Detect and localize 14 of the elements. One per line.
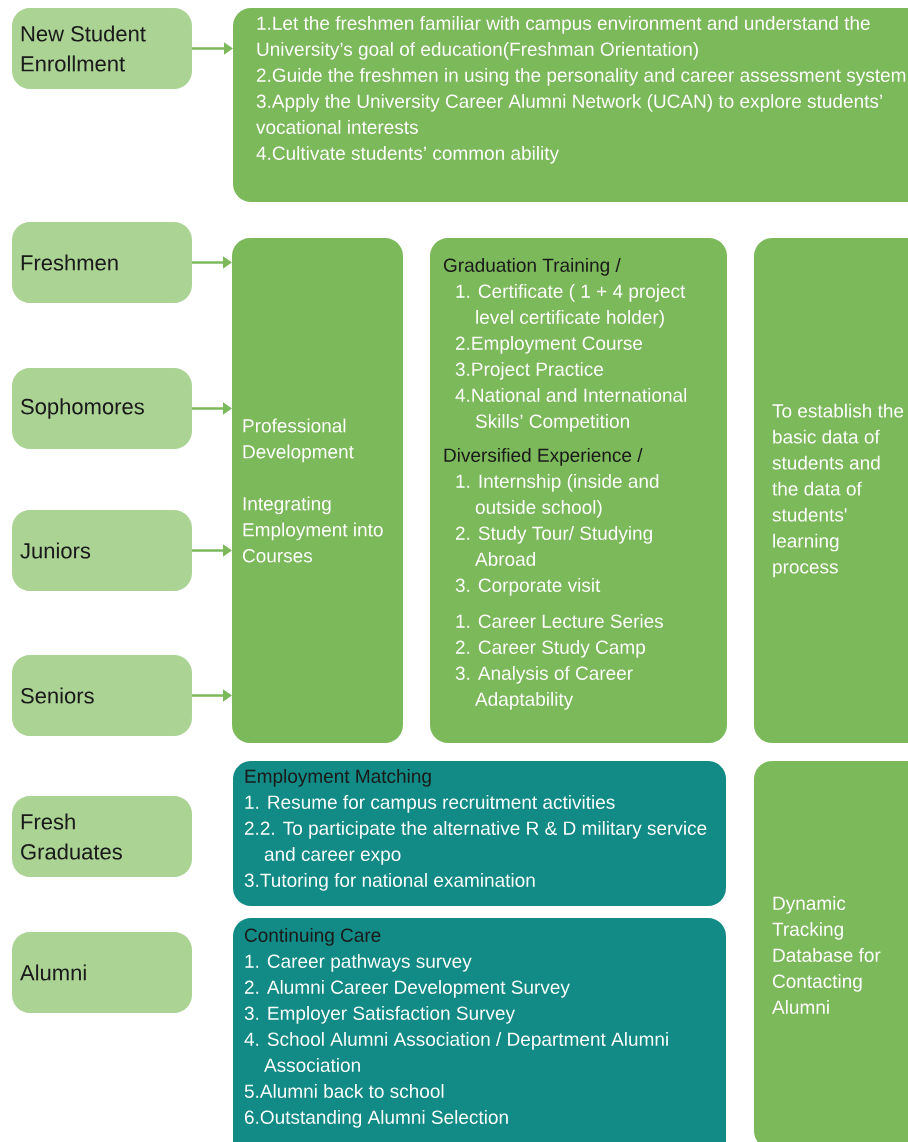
stage-box: New Student Enrollment: [12, 8, 192, 89]
content-box: Graduation Training / 1. Certificate ( 1 + 4 project level certificate holder) 2.Employment Course 3.Project Practice 4.National and International Skills’ Competition Diversified Experience / 1. Internship (inside and outside school) 2. Study Tour/ Studying Abroad 3. Corporate visit 1. Career Lecture Series 2. Career Study Camp 3. Analysis of Career Adaptability: [430, 238, 727, 743]
stage-box: Alumni: [12, 932, 192, 1013]
content-box: Dynamic Tracking Database for Contacting Alumni: [754, 761, 908, 1142]
stage-box: Juniors: [12, 510, 192, 591]
content-box: 1.Let the freshmen familiar with campus environment and understand the University’s goal of education(Freshman Orientation) 2.Guide the freshmen in using the personality and career assessment system 3.Apply the University Career Alumni Network (UCAN) to explore students’ vocational interests 4.Cultivate students’ common ability: [233, 8, 908, 202]
content-box: Employment Matching 1. Resume for campus recruitment activities 2.2. To participate the alternative R & D military service and career expo 3.Tutoring for national examination: [233, 761, 726, 906]
stage-box: Freshmen: [12, 222, 192, 303]
stage-box: Seniors: [12, 655, 192, 736]
stage-box: Fresh Graduates: [12, 796, 192, 877]
content-box: To establish the basic data of students and the data of students' learning process: [754, 238, 908, 743]
content-box: Continuing Care 1. Career pathways survey 2. Alumni Career Development Survey 3. Employer Satisfaction Survey 4. School Alumni Association / Department Alumni Association 5.Alumni back to school 6.Outstanding Alumni Selection: [233, 918, 726, 1142]
content-box: Professional Development Integrating Employment into Courses: [232, 238, 403, 743]
stage-box: Sophomores: [12, 368, 192, 449]
